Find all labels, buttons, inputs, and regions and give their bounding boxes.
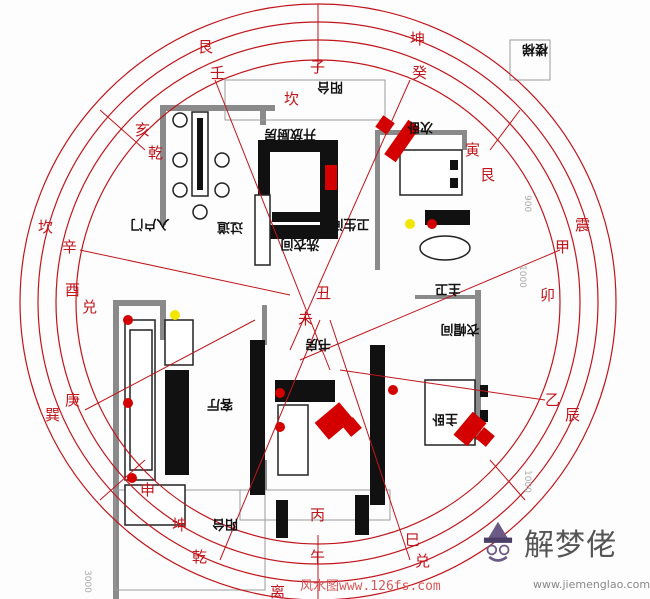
room-label-stair: 楼梯 xyxy=(522,41,548,57)
room-label-entrance: 入户门 xyxy=(130,216,169,232)
compass-label: 离 xyxy=(270,583,285,599)
furniture xyxy=(124,111,488,538)
room-label-cloakroom: 衣帽间 xyxy=(440,321,479,337)
room-label-balcony-bottom: 阳台 xyxy=(212,516,238,532)
watermark-logo: 解梦佬 xyxy=(478,520,617,564)
room-label-master-bath: 主卫 xyxy=(435,281,461,297)
feng-shui-markers xyxy=(123,115,495,483)
compass-label: 坎 xyxy=(38,218,53,236)
compass-label: 震 xyxy=(575,216,590,234)
compass-label: 巳 xyxy=(405,531,420,549)
dimension-label: 1000 xyxy=(517,265,527,288)
compass-label: 坎 xyxy=(284,90,299,108)
compass-label: 乾 xyxy=(148,144,163,162)
compass-rings xyxy=(19,3,617,599)
watermark-source: 风水图www.126fs.com xyxy=(300,579,441,594)
compass-label: 亥 xyxy=(135,121,150,139)
compass-label: 未 xyxy=(298,310,313,328)
room-label-kitchen: 开放厨房 xyxy=(264,126,316,142)
compass-label: 乾 xyxy=(192,548,207,566)
compass-label: 庚 xyxy=(65,391,80,409)
room-labels: 阳台 开放厨房 洗衣间 卫生间 入户门 过道 客厅 书房 主卧 主卫 衣帽间 次… xyxy=(130,41,548,532)
compass-label: 巽 xyxy=(45,406,60,424)
room-label-balcony-top: 阳台 xyxy=(317,79,343,95)
compass-label: 坤 xyxy=(410,30,425,48)
compass-label: 丙 xyxy=(310,506,325,524)
dimension-label: 1000 xyxy=(522,470,532,493)
dimension-label: 900 xyxy=(522,195,532,212)
compass-label: 寅 xyxy=(465,141,480,159)
compass-label: 酉 xyxy=(65,281,80,299)
compass-label: 丑 xyxy=(316,284,331,302)
compass-label: 午 xyxy=(310,548,325,566)
room-label-master-bedroom: 主卧 xyxy=(432,411,458,427)
watermark-url: www.jiemenglao.com xyxy=(533,578,650,591)
compass-label: 艮 xyxy=(480,166,495,184)
compass-label: 癸 xyxy=(412,64,427,82)
compass-label: 乙 xyxy=(545,391,560,409)
room-label-second-bedroom: 次卧 xyxy=(407,119,433,135)
room-label-corridor: 过道 xyxy=(217,219,243,235)
compass-label: 甲 xyxy=(555,238,570,256)
room-label-living: 客厅 xyxy=(207,396,233,412)
room-label-study: 书房 xyxy=(305,336,331,352)
compass-labels: 艮 壬 子 坤 癸 亥 乾 坎 辛 酉 兑 庚 巽 申 坤 乾 午 丙 巳 兑 … xyxy=(38,30,590,599)
watermark-title: 解梦佬 xyxy=(524,528,617,563)
compass-label: 子 xyxy=(310,58,325,76)
room-label-laundry: 洗衣间 xyxy=(280,236,319,252)
compass-label: 辰 xyxy=(565,406,580,424)
compass-label: 辛 xyxy=(62,238,77,256)
compass-label: 申 xyxy=(140,481,155,499)
compass-label: 兑 xyxy=(415,552,430,570)
compass-label: 卯 xyxy=(540,286,555,304)
room-label-toilet: 卫生间 xyxy=(330,216,369,232)
dimension-labels: 3000 1000 1000 900 xyxy=(82,195,532,593)
compass-label: 壬 xyxy=(210,64,225,82)
compass-label: 兑 xyxy=(82,298,97,316)
wizard-hat-icon xyxy=(483,521,513,562)
compass-label: 艮 xyxy=(198,38,213,56)
dimension-label: 3000 xyxy=(82,570,92,593)
compass-label: 坤 xyxy=(172,516,187,534)
